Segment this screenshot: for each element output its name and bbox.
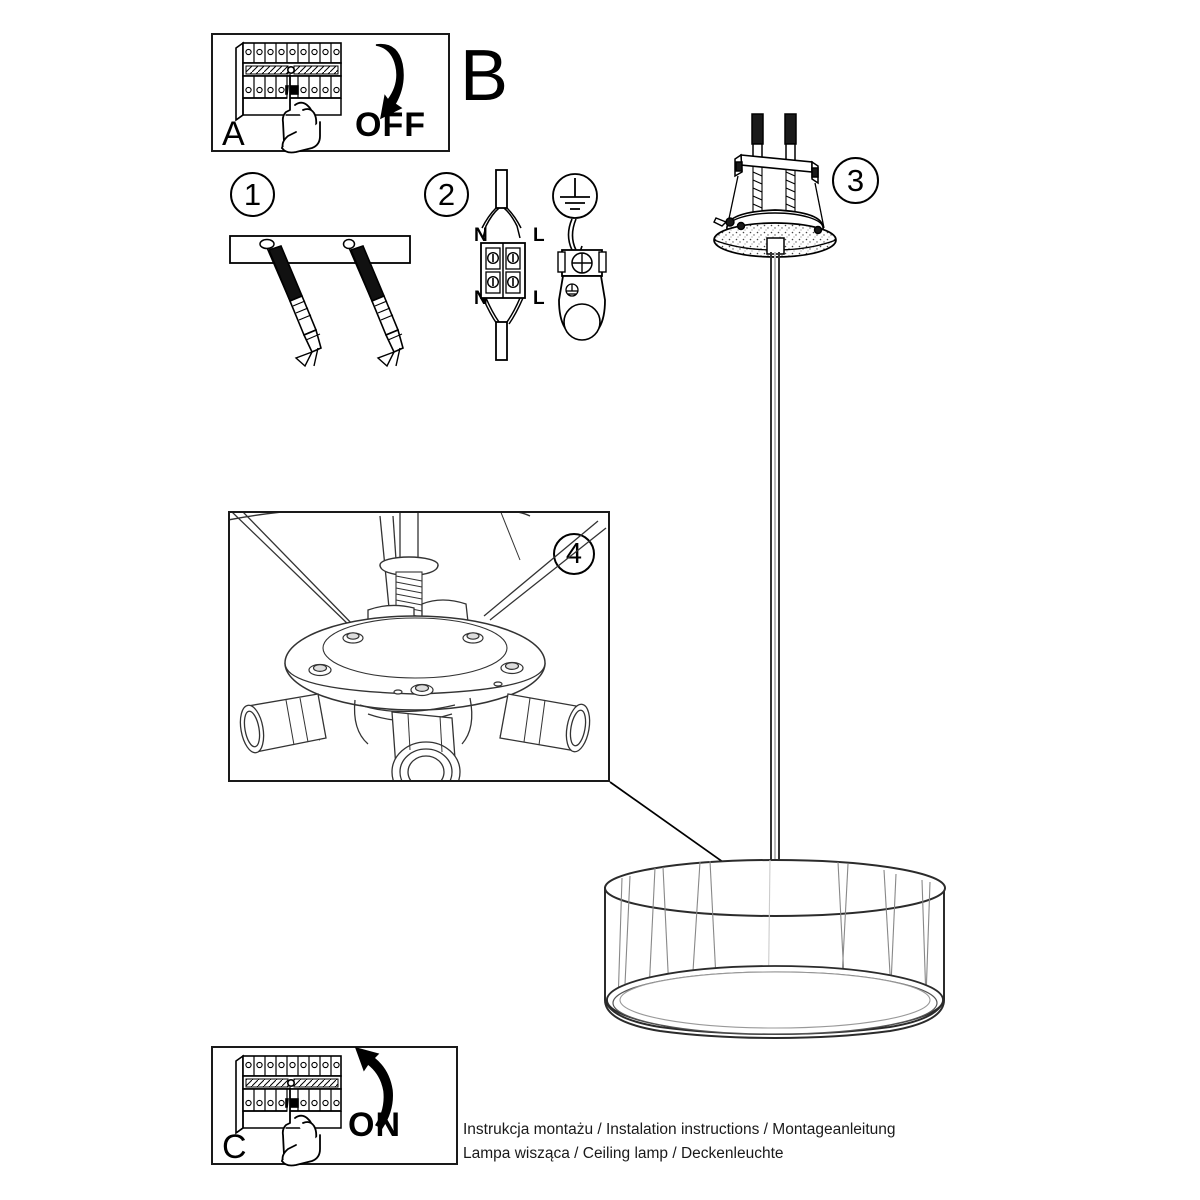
section-b-letter: B xyxy=(460,36,509,116)
drum-shade xyxy=(604,859,946,1040)
step-badge-2: 2 xyxy=(424,172,469,217)
terminal-label-n-top: N xyxy=(474,225,488,246)
terminal-label-l-bottom: L xyxy=(533,288,545,309)
earth-ground-symbol-icon xyxy=(552,173,598,219)
screw-plug-right-icon xyxy=(348,245,404,368)
mounting-plate-icon xyxy=(229,235,411,264)
panel-c-letter: C xyxy=(222,1128,247,1166)
caption-block: Instrukcja montażu / Instalation instruc… xyxy=(463,1118,983,1166)
terminal-block-icon xyxy=(480,169,526,361)
caption-line-2: Lampa wisząca / Ceiling lamp / Deckenleu… xyxy=(463,1145,784,1163)
breaker-on-label: ON xyxy=(348,1106,401,1144)
screw-plug-left-icon xyxy=(266,245,322,368)
terminal-label-l-top: L xyxy=(533,225,545,246)
earth-connector-icon xyxy=(557,249,607,341)
terminal-label-n-bottom: N xyxy=(474,288,488,309)
panel-breaker-on xyxy=(211,1046,458,1165)
step-badge-3: 3 xyxy=(832,157,879,204)
earth-wire xyxy=(567,218,583,255)
breaker-off-label: OFF xyxy=(355,106,426,144)
suspension-rod xyxy=(770,252,780,880)
panel-a-letter: A xyxy=(222,115,245,153)
leader-line xyxy=(609,781,779,902)
caption-line-1: Instrukcja montażu / Instalation instruc… xyxy=(463,1121,896,1138)
step-badge-1: 1 xyxy=(230,172,275,217)
step-badge-4: 4 xyxy=(553,533,595,575)
ceiling-canopy-assembly-icon xyxy=(713,113,837,258)
